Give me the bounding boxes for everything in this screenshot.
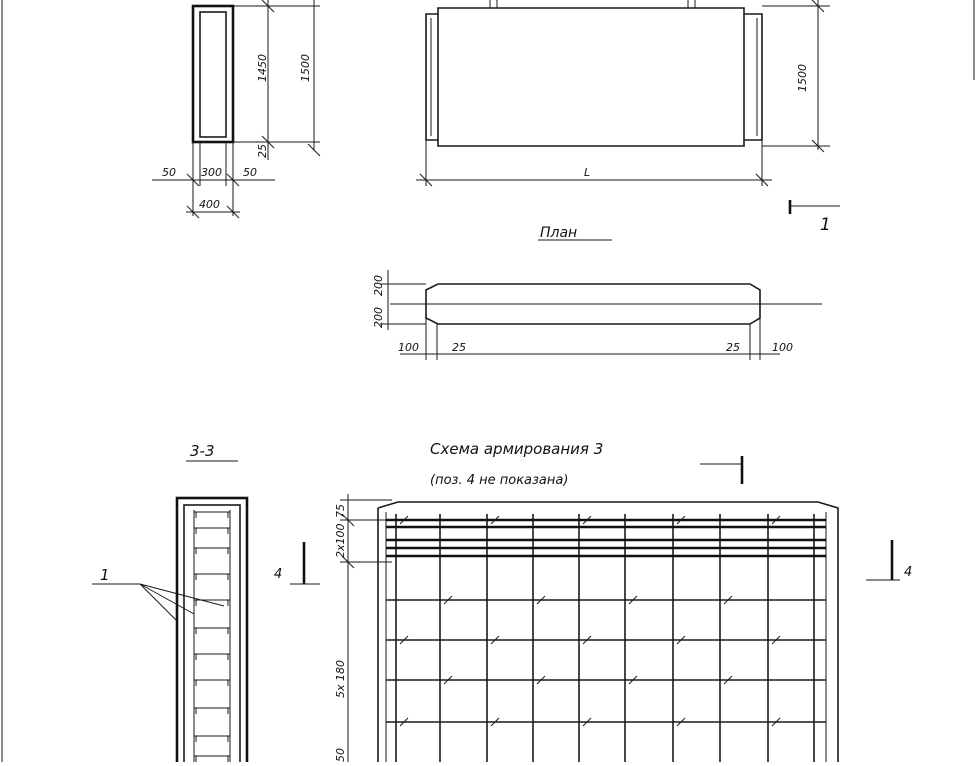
scheme-tie-mark bbox=[490, 515, 500, 525]
scheme-tie-mark bbox=[399, 635, 409, 645]
front-view: 1500 L 1 bbox=[416, 0, 840, 235]
dim-end-50-left: 50 bbox=[162, 166, 176, 179]
scheme-tie-mark bbox=[443, 675, 453, 685]
scheme-tie-mark bbox=[582, 635, 592, 645]
scheme-tie-mark bbox=[582, 717, 592, 727]
scheme-tie-mark bbox=[536, 595, 546, 605]
scheme-tie-mark bbox=[536, 675, 546, 685]
scheme-grid bbox=[386, 514, 826, 762]
scheme-tie-mark bbox=[628, 675, 638, 685]
section-3-3: 3-3 1 4 bbox=[92, 442, 320, 766]
section-marker-1: 1 bbox=[820, 215, 831, 235]
scheme-tie-mark bbox=[443, 595, 453, 605]
dim-end-1500: 1500 bbox=[299, 54, 312, 82]
scheme-tie-mark bbox=[399, 515, 409, 525]
section-stirrups bbox=[194, 511, 230, 762]
dim-plan-200-bottom: 200 bbox=[372, 307, 385, 328]
dim-plan-200-top: 200 bbox=[372, 275, 385, 296]
scheme-tie-mark bbox=[628, 595, 638, 605]
section-title: 3-3 bbox=[190, 442, 215, 460]
scheme-tie-mark bbox=[771, 635, 781, 645]
section-marker-4-right: 4 bbox=[904, 565, 912, 580]
scheme-title-line1: Схема армирования 3 bbox=[430, 440, 603, 458]
dim-scheme-2x100: 2x100 bbox=[334, 523, 347, 558]
reinforcement-scheme: Схема армирования 3 (поз. 4 не показана)… bbox=[334, 440, 912, 762]
scheme-outline bbox=[377, 501, 839, 762]
scheme-tie-mark bbox=[723, 595, 733, 605]
scheme-tie-mark bbox=[676, 515, 686, 525]
dim-plan-25-left: 25 bbox=[452, 341, 466, 354]
scheme-title-line2: (поз. 4 не показана) bbox=[430, 473, 568, 488]
dim-end-300: 300 bbox=[201, 166, 222, 179]
dim-scheme-5x180: 5x 180 bbox=[334, 660, 347, 698]
section-inner bbox=[183, 504, 241, 766]
dim-plan-25-right: 25 bbox=[726, 341, 740, 354]
dim-front-1500: 1500 bbox=[796, 64, 809, 92]
scheme-tie-mark bbox=[771, 717, 781, 727]
end-view-outer-wall bbox=[191, 4, 235, 144]
dim-scheme-50: 50 bbox=[334, 748, 347, 762]
dim-end-50-right: 50 bbox=[243, 166, 257, 179]
section-marker-4-left: 4 bbox=[274, 567, 282, 582]
scheme-tie-mark bbox=[399, 717, 409, 727]
plan-view: План 200 200 100 25 25 100 bbox=[372, 225, 822, 360]
scheme-tie-mark bbox=[771, 515, 781, 525]
scheme-tie-mark bbox=[676, 717, 686, 727]
scheme-tie-mark bbox=[490, 717, 500, 727]
dim-end-400: 400 bbox=[199, 198, 220, 211]
end-view-inner-wall bbox=[199, 11, 227, 138]
scheme-tie-mark bbox=[582, 515, 592, 525]
dim-plan-100-right: 100 bbox=[772, 341, 793, 354]
section-outer bbox=[175, 496, 249, 766]
front-view-body bbox=[425, 7, 763, 147]
scheme-tie-mark bbox=[676, 635, 686, 645]
dim-plan-100-left: 100 bbox=[398, 341, 419, 354]
dim-scheme-75: 75 bbox=[334, 504, 347, 518]
scheme-tie-mark bbox=[490, 635, 500, 645]
plan-title: План bbox=[540, 225, 577, 241]
dim-end-25: 25 bbox=[256, 144, 269, 158]
dim-front-L: L bbox=[584, 166, 590, 179]
callout-1-text: 1 bbox=[100, 566, 110, 584]
scheme-tie-mark bbox=[723, 675, 733, 685]
end-view: 1450 1500 25 50 300 50 400 bbox=[152, 0, 321, 219]
dim-end-1450: 1450 bbox=[256, 54, 269, 82]
